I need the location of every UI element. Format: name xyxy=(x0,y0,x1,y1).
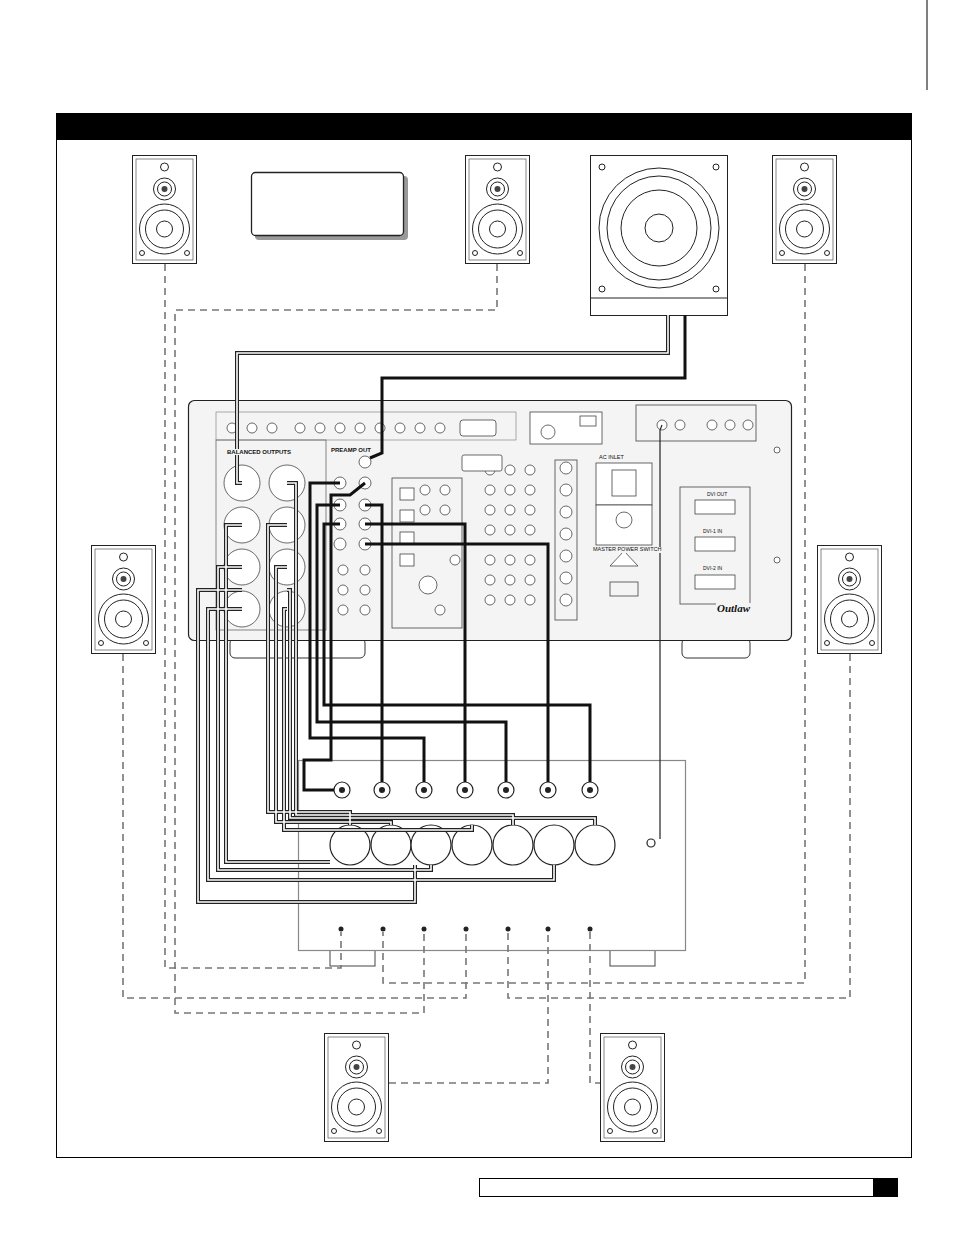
panel-label: PREAMP OUT xyxy=(330,447,372,453)
panel-label: AC INLET xyxy=(598,455,625,461)
panel-label: DVI-2 IN xyxy=(702,566,723,571)
panel-label: MASTER POWER SWITCH xyxy=(592,547,662,553)
panel-label: DVI-1 IN xyxy=(702,529,723,534)
panel-label: DVI OUT xyxy=(706,492,728,497)
brand-logo: Outlaw xyxy=(716,603,751,614)
panel-label: BALANCED OUTPUTS xyxy=(226,449,292,455)
